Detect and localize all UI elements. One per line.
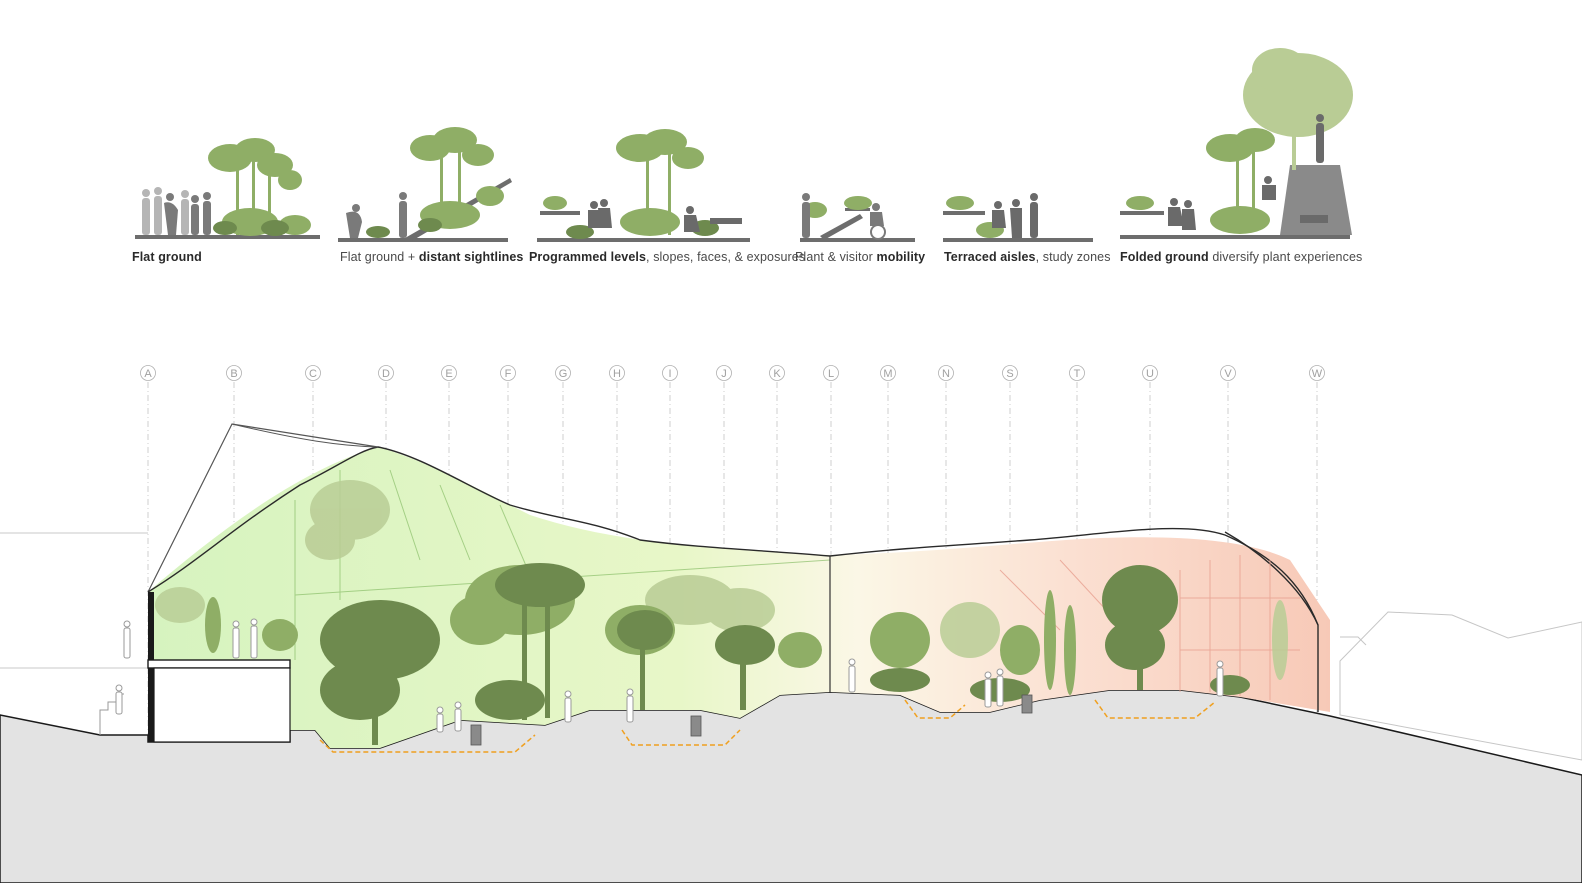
- concept-mobility: [800, 193, 915, 242]
- grid-bubble-n: [938, 365, 954, 381]
- grid-label-j: J: [721, 368, 727, 380]
- grid-bubble-t: [1069, 365, 1085, 381]
- grid-label-e: E: [445, 368, 452, 380]
- grid-label-a: A: [144, 368, 152, 380]
- concept-distant-sightlines: [338, 127, 512, 242]
- grid-bubble-v: [1220, 365, 1236, 381]
- concept-flat-ground: [135, 138, 320, 239]
- section-drawing: [0, 423, 1582, 884]
- grid-bubble-s: [1002, 365, 1018, 381]
- grid-bubble-f: [500, 365, 516, 381]
- caption-terraced-aisles: Terraced aisles, study zones: [944, 250, 1111, 264]
- grid-label-d: D: [382, 368, 390, 380]
- concept-folded-ground: [1120, 48, 1353, 239]
- grid-bubble-a: [140, 365, 156, 381]
- grid-bubble-d: [378, 365, 394, 381]
- grid-bubble-g: [555, 365, 571, 381]
- grid-label-u: U: [1146, 368, 1154, 380]
- caption-mobility: Plant & visitor mobility: [795, 250, 926, 264]
- grid-label-c: C: [309, 368, 317, 380]
- caption-folded-ground: Folded ground diversify plant experience…: [1120, 250, 1363, 264]
- grid-label-h: H: [613, 368, 621, 380]
- grid-bubble-m: [880, 365, 896, 381]
- grid-label-i: I: [668, 368, 671, 380]
- utility-lines: [319, 699, 1216, 753]
- grid-label-s: S: [1006, 368, 1013, 380]
- caption-flat-ground: Flat ground: [132, 250, 202, 264]
- caption-programmed-levels: Programmed levels, slopes, faces, & expo…: [529, 250, 806, 264]
- grid-label-m: M: [883, 368, 892, 380]
- grid-bubble-l: [823, 365, 839, 381]
- grid-label-b: B: [230, 368, 237, 380]
- grid-bubble-k: [769, 365, 785, 381]
- section-visitors: [115, 618, 1224, 733]
- grid-bubble-i: [662, 365, 678, 381]
- concept-terraced-aisles: [943, 193, 1093, 242]
- grid-bubble-b: [226, 365, 242, 381]
- equipment-boxes: [470, 694, 1033, 746]
- grid-label-t: T: [1074, 368, 1081, 380]
- grid-bubble-h: [609, 365, 625, 381]
- neighbor-building-right: [1339, 611, 1582, 761]
- grid-bubble-j: [716, 365, 732, 381]
- grid-label-g: G: [559, 368, 568, 380]
- section-planting: [155, 480, 1288, 745]
- grid-label-k: K: [773, 368, 781, 380]
- caption-distant-sightlines: Flat ground + distant sightlines: [340, 250, 524, 264]
- grid-label-f: F: [505, 368, 512, 380]
- grid-label-w: W: [1312, 368, 1323, 380]
- grid-bubble-u: [1142, 365, 1158, 381]
- grid-label-n: N: [942, 368, 950, 380]
- grid-bubble-e: [441, 365, 457, 381]
- concept-programmed-levels: [537, 129, 750, 242]
- grid-label-v: V: [1224, 368, 1232, 380]
- grid-label-l: L: [828, 368, 834, 380]
- grid-bubble-w: [1309, 365, 1325, 381]
- grid-bubble-c: [305, 365, 321, 381]
